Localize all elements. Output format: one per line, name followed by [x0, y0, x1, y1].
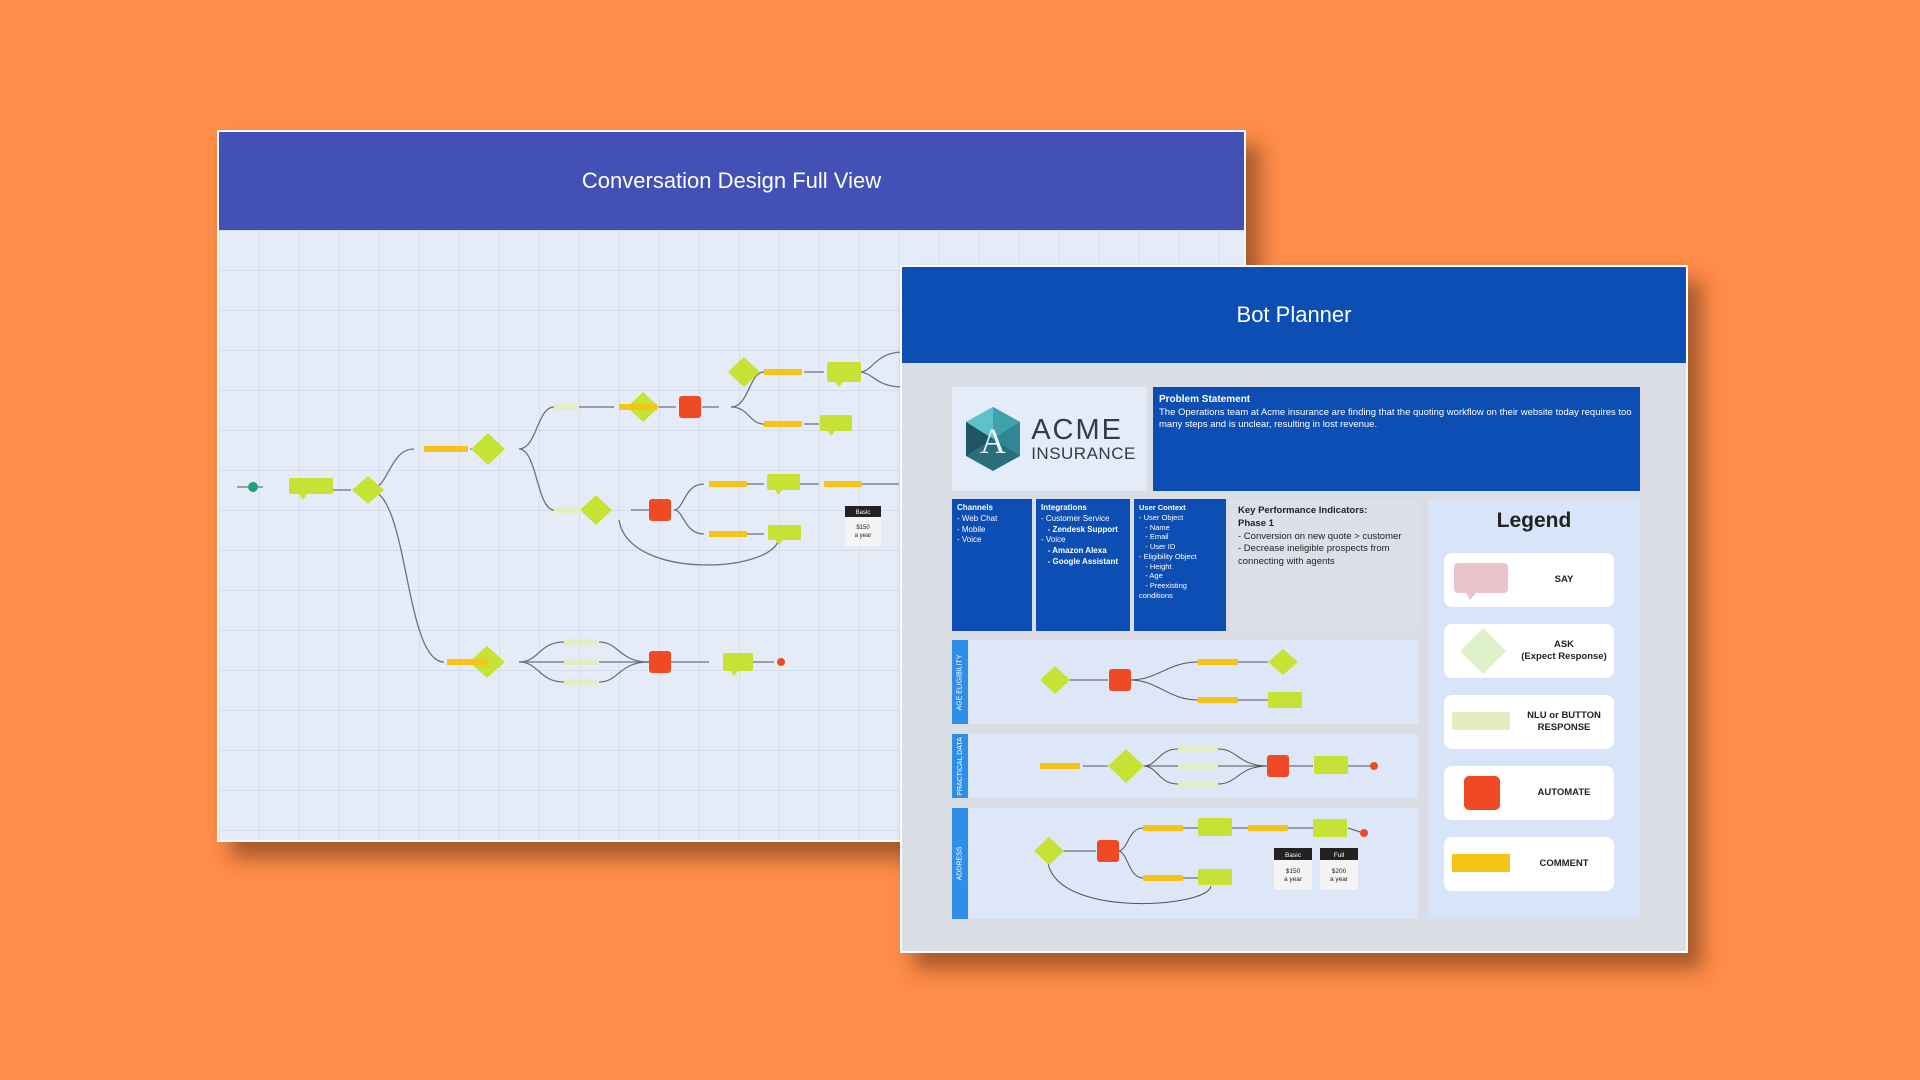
plan-card-full: Full $200 a year — [1320, 848, 1358, 890]
kpi-item: - Decrease ineligible prospects from con… — [1238, 543, 1390, 568]
ask-diamond-icon — [1460, 628, 1506, 674]
legend-label: SAY — [1554, 573, 1574, 585]
flow-diagram: Basic $150 a year — [237, 349, 934, 685]
legend-label: ASK (Expect Response) — [1521, 638, 1607, 662]
integrations-line: - Google Assistant — [1041, 556, 1119, 566]
legend-item-ask: ASK (Expect Response) — [1444, 624, 1614, 678]
acme-logo: A ACME INSURANCE — [952, 387, 1147, 491]
lane-tab: AGE ELIGIBILITY — [952, 640, 968, 724]
full-view-plan-name: Basic — [856, 510, 871, 516]
legend-panel: Legend SAY ASK (Expect Response) NLU or … — [1428, 499, 1640, 919]
say-bubble-icon — [1454, 563, 1508, 600]
problem-statement: Problem Statement The Operations team at… — [1153, 387, 1640, 491]
lane-diagram — [1040, 649, 1302, 708]
automate-icon — [1464, 776, 1500, 810]
lane-label: PRACTICAL DATA — [956, 736, 964, 796]
legend-label: COMMENT — [1539, 857, 1589, 869]
problem-title: Problem Statement — [1159, 394, 1251, 405]
user-context-line: - User ID — [1139, 542, 1176, 551]
nlu-response-icon — [1452, 712, 1510, 730]
user-context-line: - Age — [1139, 571, 1163, 581]
plan-price: $150 — [1286, 868, 1301, 875]
full-view-title: Conversation Design Full View — [581, 168, 882, 193]
problem-text: The Operations team at Acme insurance ar… — [1159, 406, 1632, 431]
channels-line: - Web Chat — [957, 513, 998, 523]
plan-period: a year — [1284, 876, 1303, 883]
plan-card-basic: Basic $150 a year — [1274, 848, 1312, 890]
lane-address: ADDRESS — [952, 808, 1418, 919]
kpi-subtitle: Phase 1 — [1238, 517, 1274, 529]
channels-panel: Channels - Web Chat - Mobile - Voice — [952, 499, 1032, 631]
integrations-line: - Amazon Alexa — [1041, 546, 1107, 556]
plan-price: $200 — [1332, 868, 1347, 875]
legend-title: Legend — [1496, 509, 1572, 532]
integrations-title: Integrations — [1041, 503, 1087, 512]
planner-title: Bot Planner — [1236, 302, 1352, 327]
bot-planner-board: Bot Planner A ACME INSURANCE Problem Sta… — [900, 265, 1688, 953]
plan-name: Basic — [1285, 852, 1302, 859]
full-view-header: Conversation Design Full View — [219, 132, 1244, 230]
lane-tab: PRACTICAL DATA — [952, 734, 968, 798]
legend-item-nlu: NLU or BUTTON RESPONSE — [1444, 695, 1614, 749]
legend-label: NLU or BUTTON RESPONSE — [1527, 709, 1601, 733]
user-context-title: User Context — [1139, 503, 1186, 512]
lane-label: ADDRESS — [956, 846, 964, 881]
integrations-line: - Voice — [1041, 535, 1066, 545]
lane-diagram — [1040, 746, 1378, 787]
user-context-line: - Height — [1139, 561, 1172, 571]
user-context-line: conditions — [1139, 590, 1173, 600]
user-context-line: - Eligibility Object — [1139, 551, 1197, 561]
logo-letter: A — [980, 421, 1006, 461]
integrations-line: - Customer Service — [1041, 513, 1110, 523]
lane-tab: ADDRESS — [952, 808, 968, 919]
lane-label: AGE ELIGIBILITY — [956, 653, 964, 711]
planner-header: Bot Planner — [902, 267, 1686, 363]
lane-diagram: Basic $150 a year Full $200 a year — [1034, 818, 1368, 905]
plan-name: Full — [1334, 852, 1345, 859]
full-view-plan-price: $150 — [856, 525, 870, 531]
user-context-line: - Name — [1139, 522, 1170, 532]
channels-line: - Mobile — [957, 524, 986, 534]
legend-item-automate: AUTOMATE — [1444, 766, 1614, 820]
kpi-panel: Key Performance Indicators: Phase 1 - Co… — [1230, 499, 1418, 631]
integrations-line: - Zendesk Support — [1041, 524, 1118, 534]
kpi-item: - Conversion on new quote > customer — [1238, 530, 1402, 542]
lane-practical-data: PRACTICAL DATA — [952, 734, 1418, 798]
full-view-plan-period: a year — [855, 533, 872, 539]
lane-age-eligibility: AGE ELIGIBILITY — [952, 640, 1418, 724]
user-context-panel: User Context - User Object - Name - Emai… — [1134, 499, 1226, 631]
user-context-line: - Preexisting — [1139, 581, 1187, 590]
integrations-panel: Integrations - Customer Service - Zendes… — [1036, 499, 1130, 631]
plan-period: a year — [1330, 876, 1349, 883]
comment-icon — [1452, 854, 1510, 872]
hexagon-logo-icon: A — [966, 407, 1021, 471]
legend-item-comment: COMMENT — [1444, 837, 1614, 891]
legend-item-say: SAY — [1444, 553, 1614, 607]
channels-title: Channels — [957, 503, 994, 512]
user-context-line: - User Object — [1139, 512, 1184, 522]
channels-line: - Voice — [957, 535, 982, 545]
user-context-line: - Email — [1139, 532, 1169, 542]
logo-brand: ACME — [1031, 414, 1123, 446]
logo-sub: INSURANCE — [1031, 444, 1136, 463]
legend-label: AUTOMATE — [1537, 786, 1591, 798]
kpi-title: Key Performance Indicators: — [1238, 505, 1368, 516]
